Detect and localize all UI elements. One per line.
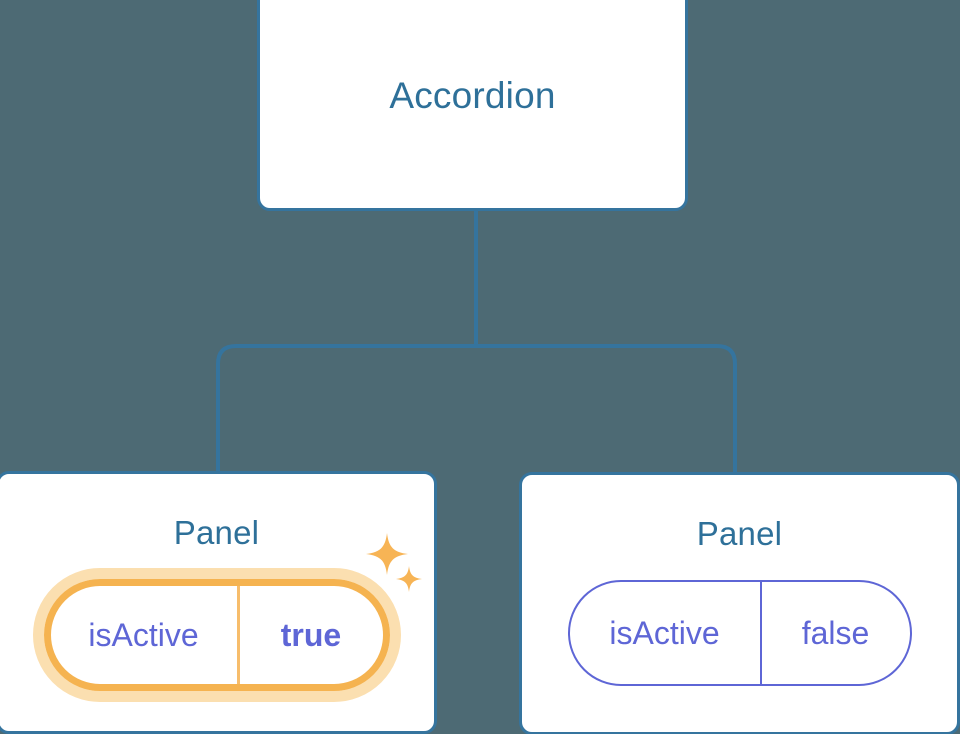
prop-value-false: false [759,582,910,685]
prop-pill-glow [32,568,401,703]
prop-key-isactive: isActive [88,616,199,653]
node-panel-active[interactable]: Panel isActive true [0,471,437,734]
prop-pill-active[interactable]: isActive true [32,533,422,703]
node-accordion-title: Accordion [389,75,556,117]
node-panel-active-title: Panel [173,514,260,551]
sparkle-large-icon [365,533,408,576]
prop-value-true: true [236,586,383,685]
sparkle-small-icon [395,566,422,593]
prop-key-isactive: isActive [609,614,720,651]
node-panel-inactive[interactable]: Panel isActive false [519,472,960,734]
prop-pill-inactive[interactable]: isActive false [567,580,912,687]
sparkles-group [365,533,430,603]
connector-branch-bus [216,344,737,472]
node-accordion[interactable]: Accordion [257,0,688,211]
node-panel-inactive-title: Panel [696,515,783,552]
